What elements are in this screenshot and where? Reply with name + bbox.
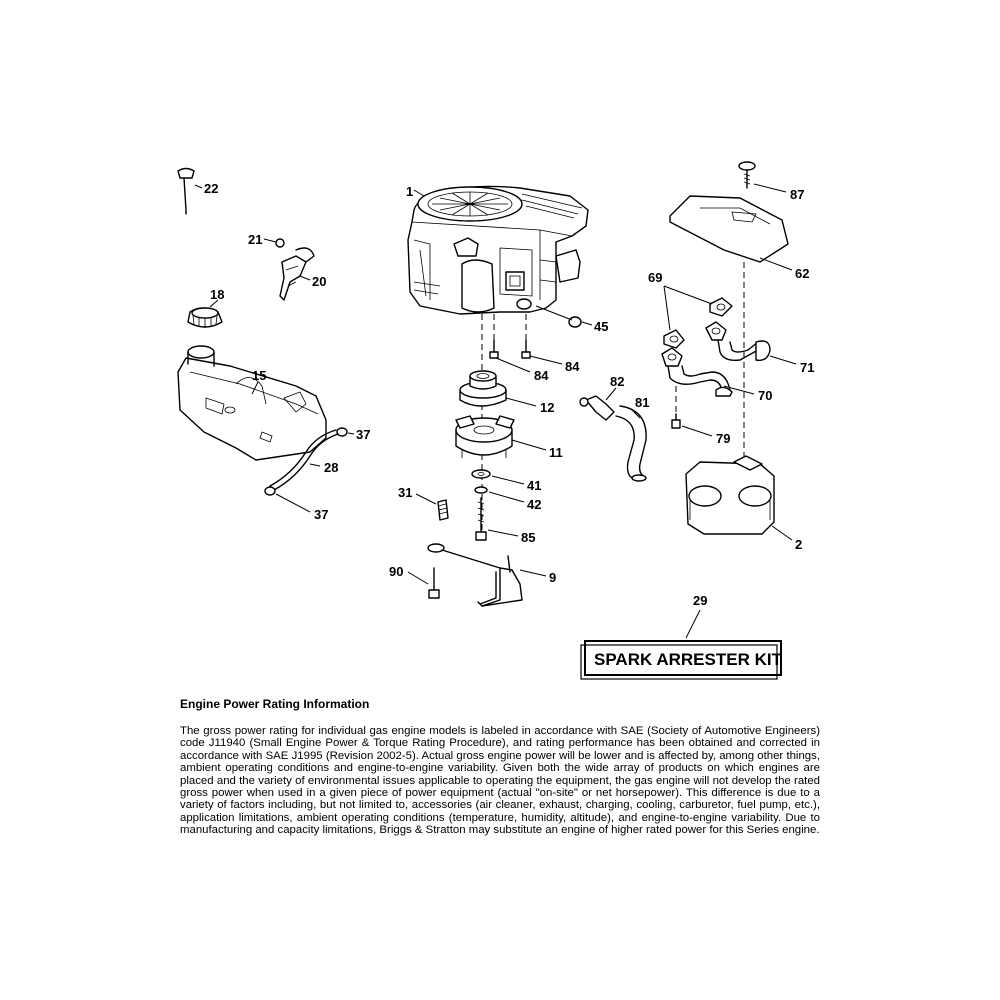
- leader-20: [299, 275, 311, 281]
- callout-37-lower: 37: [314, 507, 328, 522]
- part-84-bolt-left: [489, 339, 499, 359]
- part-1-engine: [407, 185, 589, 315]
- part-70-exhaust-pipe: [661, 347, 733, 397]
- callout-45: 45: [594, 319, 608, 334]
- part-21-screw: [275, 238, 285, 248]
- part-84-bolt-right: [521, 339, 531, 359]
- callout-69: 69: [648, 270, 662, 285]
- part-28-fuel-line: [269, 429, 339, 491]
- leader-87: [753, 183, 787, 193]
- callout-79: 79: [716, 431, 730, 446]
- engine-power-rating-body: The gross power rating for individual ga…: [180, 725, 820, 837]
- leader-2: [771, 525, 793, 541]
- part-79-screw: [671, 386, 681, 429]
- callout-31: 31: [398, 485, 412, 500]
- callout-20: 20: [312, 274, 326, 289]
- leader-45: [535, 305, 593, 326]
- callout-84-upper: 84: [565, 359, 580, 374]
- part-42-lockwasher: [474, 486, 488, 494]
- leader-42: [488, 491, 525, 503]
- leader-12: [505, 397, 537, 407]
- callout-18: 18: [210, 287, 224, 302]
- callout-37-upper: 37: [356, 427, 370, 442]
- callout-29: 29: [693, 593, 707, 608]
- callout-22: 22: [204, 181, 218, 196]
- leader-18: [209, 299, 219, 308]
- exploded-parts-diagram: 22 21 20 18 15 3: [177, 161, 814, 680]
- part-37-clamp-lower: [264, 486, 276, 496]
- leader-31: [415, 493, 437, 505]
- engine-power-rating-title: Engine Power Rating Information: [180, 697, 370, 711]
- callout-87: 87: [790, 187, 804, 202]
- callout-15: 15: [252, 368, 266, 383]
- part-31-spacer: [437, 499, 449, 521]
- callout-21: 21: [248, 232, 262, 247]
- part-62-heat-shield: [669, 195, 789, 263]
- leader-37b: [275, 493, 311, 513]
- leader-69: [663, 285, 713, 331]
- part-22-pin: [177, 167, 195, 215]
- leader-84b: [529, 355, 563, 365]
- leader-84a: [495, 357, 531, 373]
- leader-90: [407, 571, 429, 585]
- alignment-line-bolts: [493, 314, 527, 340]
- part-41-washer: [471, 469, 491, 479]
- leader-82: [605, 387, 617, 401]
- callout-70: 70: [758, 388, 772, 403]
- callout-1: 1: [406, 184, 413, 199]
- callout-12: 12: [540, 400, 554, 415]
- leader-70: [723, 385, 755, 395]
- part-20-bracket: [279, 247, 315, 301]
- part-18-fuel-cap: [187, 307, 223, 328]
- callout-81: 81: [635, 395, 649, 410]
- part-2-muffler: [685, 455, 775, 535]
- part-69-gasket-lower: [663, 329, 685, 349]
- spark-arrester-kit-box: SPARK ARRESTER KIT: [580, 640, 783, 680]
- callout-42: 42: [527, 497, 541, 512]
- leader-85: [487, 529, 519, 537]
- part-37-clamp-upper: [336, 427, 348, 437]
- part-12-pulley: [459, 370, 507, 407]
- leader-9: [519, 569, 547, 577]
- callout-41: 41: [527, 478, 541, 493]
- callout-9: 9: [549, 570, 556, 585]
- callout-90: 90: [389, 564, 403, 579]
- leader-62: [759, 257, 793, 271]
- callout-82: 82: [610, 374, 624, 389]
- callout-85: 85: [521, 530, 535, 545]
- spark-arrester-kit-label: SPARK ARRESTER KIT: [594, 650, 783, 669]
- leader-22: [194, 184, 203, 189]
- callout-62: 62: [795, 266, 809, 281]
- leader-29: [685, 609, 701, 639]
- part-11-clutch: [455, 415, 515, 458]
- leader-1: [413, 189, 425, 197]
- part-81-hose: [615, 405, 647, 482]
- callout-71: 71: [800, 360, 814, 375]
- part-82-fitting: [579, 395, 615, 421]
- leader-81: [631, 409, 641, 419]
- part-90-bolt: [428, 567, 440, 599]
- leader-79: [681, 425, 713, 437]
- callout-2: 2: [795, 537, 802, 552]
- part-69-gasket-upper: [709, 297, 733, 317]
- leader-28: [309, 463, 321, 467]
- part-15-fuel-tank: [177, 345, 327, 461]
- leader-41: [491, 475, 525, 485]
- leader-21: [263, 238, 277, 243]
- leader-11: [511, 439, 547, 451]
- callout-84-lower: 84: [534, 368, 549, 383]
- callout-28: 28: [324, 460, 338, 475]
- part-45-fitting: [568, 316, 582, 328]
- part-87-screw: [738, 161, 756, 189]
- leader-37a: [347, 432, 355, 435]
- part-9-rod: [427, 543, 523, 607]
- leader-15: [251, 381, 259, 395]
- part-71-exhaust-pipe: [705, 321, 771, 362]
- leader-71: [769, 355, 797, 365]
- callout-11: 11: [549, 445, 563, 460]
- part-85-bolt: [475, 497, 487, 541]
